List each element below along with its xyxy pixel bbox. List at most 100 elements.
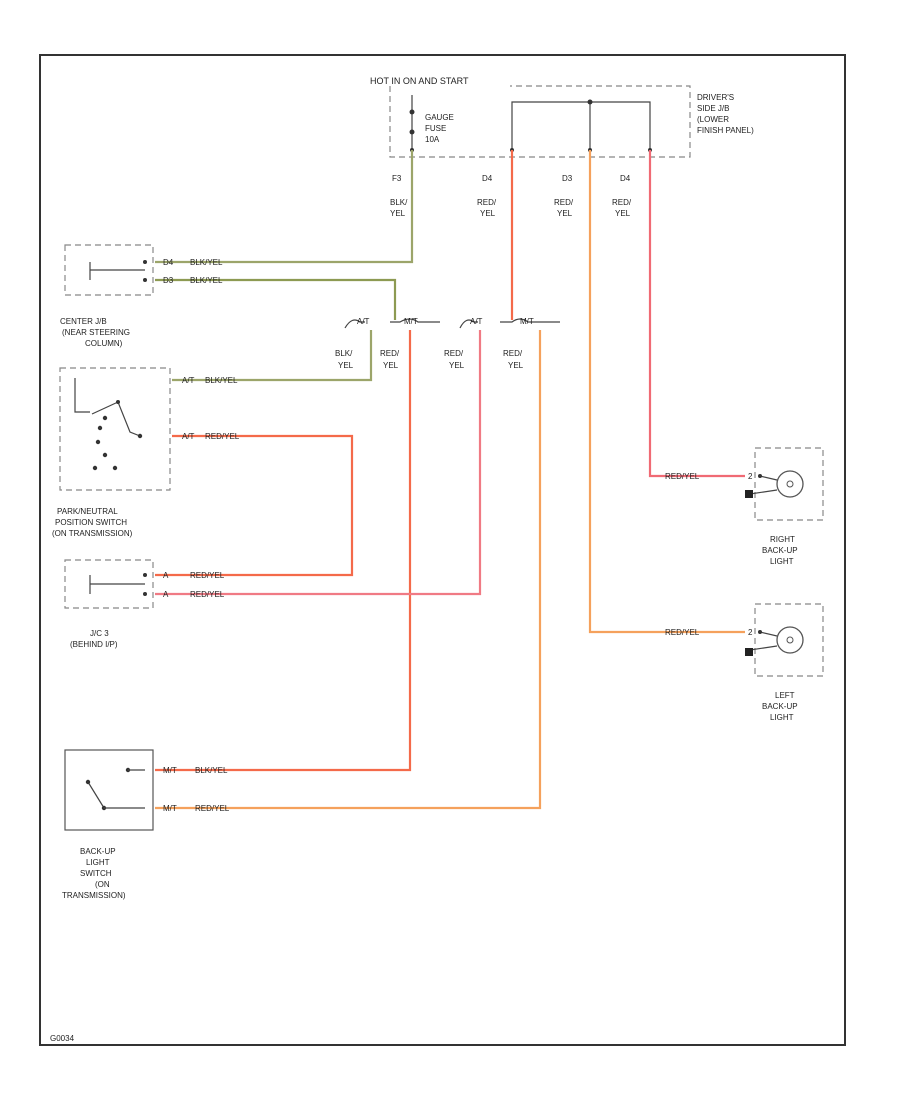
wire-red-yel-pn-jc3	[155, 434, 354, 577]
hot-in-on-and-start-box: HOT IN ON AND START GAUGE FUSE 10A	[370, 76, 691, 158]
right-backup-light: RED/YEL 2 RIGHT BACK-UP LIGHT	[665, 447, 824, 566]
svg-text:FINISH PANEL): FINISH PANEL)	[697, 126, 754, 135]
svg-text:PARK/NEUTRAL: PARK/NEUTRAL	[57, 507, 118, 516]
svg-text:TRANSMISSION): TRANSMISSION)	[62, 891, 126, 900]
svg-text:CENTER J/B: CENTER J/B	[60, 317, 107, 326]
connector-split-2: A/T M/T	[459, 317, 560, 329]
gauge-fuse-label-1: GAUGE	[425, 113, 454, 122]
wire-label-red-yel-top-3: RED/	[612, 198, 632, 207]
svg-text:YEL: YEL	[480, 209, 496, 218]
svg-text:LEFT: LEFT	[775, 691, 795, 700]
junction-block-label: DRIVER'S SIDE J/B (LOWER FINISH PANEL)	[697, 93, 754, 135]
svg-text:YEL: YEL	[615, 209, 631, 218]
svg-text:A: A	[163, 590, 169, 599]
diagram-frame	[39, 54, 846, 1046]
ground-icon	[745, 490, 753, 498]
svg-text:A/T: A/T	[182, 432, 195, 441]
wire-blk-yel-fuse	[155, 150, 414, 264]
svg-text:YEL: YEL	[390, 209, 406, 218]
bulb-icon	[776, 470, 804, 498]
junction-connector-3: A RED/YEL A RED/YEL J/C 3 (BEHIND I/P)	[64, 559, 225, 649]
switch-contact-icon	[91, 401, 141, 437]
svg-text:LIGHT: LIGHT	[86, 858, 110, 867]
svg-text:M/T: M/T	[163, 804, 177, 813]
wire-blk-yel-pn	[172, 330, 373, 382]
svg-text:BLK/YEL: BLK/YEL	[190, 276, 223, 285]
footer-code: G0034	[50, 1034, 75, 1043]
svg-text:M/T: M/T	[404, 317, 418, 326]
wire-label-red-yel-top-2: RED/	[554, 198, 574, 207]
wires	[155, 150, 745, 810]
svg-text:RED/YEL: RED/YEL	[665, 628, 700, 637]
wire-label-blk-yel-mid: BLK/	[335, 349, 353, 358]
svg-text:LIGHT: LIGHT	[770, 557, 794, 566]
svg-text:SWITCH: SWITCH	[80, 869, 112, 878]
connector-split-1: A/T M/T	[344, 317, 440, 329]
svg-text:POSITION SWITCH: POSITION SWITCH	[55, 518, 127, 527]
svg-text:RED/YEL: RED/YEL	[190, 590, 225, 599]
terminal-f3: F3	[392, 174, 402, 183]
svg-text:(ON TRANSMISSION): (ON TRANSMISSION)	[52, 529, 133, 538]
svg-text:YEL: YEL	[449, 361, 465, 370]
gauge-fuse-label-3: 10A	[425, 135, 440, 144]
svg-text:A: A	[163, 571, 169, 580]
svg-text:BLK/YEL: BLK/YEL	[190, 258, 223, 267]
switch-lever-icon	[87, 781, 105, 809]
svg-text:COLUMN): COLUMN)	[85, 339, 123, 348]
svg-text:BLK/YEL: BLK/YEL	[195, 766, 228, 775]
wire-red-yel-d4-right-light	[648, 150, 745, 478]
svg-text:2: 2	[748, 628, 753, 637]
svg-text:RED/YEL: RED/YEL	[190, 571, 225, 580]
svg-text:D4: D4	[163, 258, 174, 267]
svg-text:DRIVER'S: DRIVER'S	[697, 93, 734, 102]
wire-blk-yel-center-d3	[155, 278, 397, 320]
svg-text:M/T: M/T	[520, 317, 534, 326]
svg-text:SIDE J/B: SIDE J/B	[697, 104, 729, 113]
svg-text:A/T: A/T	[470, 317, 483, 326]
svg-text:YEL: YEL	[338, 361, 354, 370]
hot-box-title: HOT IN ON AND START	[370, 76, 469, 86]
fuse-icon	[409, 109, 415, 115]
wire-label-red-yel-mid-3: RED/	[503, 349, 523, 358]
svg-text:BACK-UP: BACK-UP	[762, 546, 798, 555]
left-backup-light: RED/YEL 2 LEFT BACK-UP LIGHT	[665, 603, 824, 722]
svg-text:(BEHIND I/P): (BEHIND I/P)	[70, 640, 118, 649]
svg-text:RIGHT: RIGHT	[770, 535, 795, 544]
backup-light-switch: M/T BLK/YEL M/T RED/YEL BACK-UP LIGHT SW…	[62, 749, 230, 900]
svg-text:BLK/YEL: BLK/YEL	[205, 376, 238, 385]
svg-text:YEL: YEL	[383, 361, 399, 370]
svg-text:A/T: A/T	[182, 376, 195, 385]
svg-text:M/T: M/T	[163, 766, 177, 775]
center-junction-block: D4 BLK/YEL D3 BLK/YEL CENTER J/B (NEAR S…	[60, 244, 223, 348]
ground-icon	[745, 648, 753, 656]
svg-text:BACK-UP: BACK-UP	[80, 847, 116, 856]
bulb-icon	[776, 626, 804, 654]
svg-text:RED/YEL: RED/YEL	[195, 804, 230, 813]
svg-text:D3: D3	[163, 276, 174, 285]
terminal-d4-right: D4	[620, 174, 631, 183]
wire-red-yel-mt-switch	[155, 330, 412, 772]
svg-text:RED/YEL: RED/YEL	[665, 472, 700, 481]
terminal-d3: D3	[562, 174, 573, 183]
svg-text:(LOWER: (LOWER	[697, 115, 729, 124]
svg-text:(NEAR STEERING: (NEAR STEERING	[62, 328, 130, 337]
wire-red-yel-d3-left-light	[588, 150, 745, 634]
terminal-d4-left: D4	[482, 174, 493, 183]
wire-red-yel-mt-switch-2	[155, 330, 542, 810]
wire-label-red-yel-top-1: RED/	[477, 198, 497, 207]
svg-text:A/T: A/T	[357, 317, 370, 326]
svg-text:YEL: YEL	[508, 361, 524, 370]
wire-label-blk-yel-top: BLK/	[390, 198, 408, 207]
svg-text:YEL: YEL	[557, 209, 573, 218]
svg-text:RED/YEL: RED/YEL	[205, 432, 240, 441]
svg-text:LIGHT: LIGHT	[770, 713, 794, 722]
svg-text:BACK-UP: BACK-UP	[762, 702, 798, 711]
svg-text:J/C 3: J/C 3	[90, 629, 109, 638]
svg-text:2: 2	[748, 472, 753, 481]
svg-text:(ON: (ON	[95, 880, 110, 889]
gauge-fuse-label-2: FUSE	[425, 124, 446, 133]
park-neutral-position-switch: A/T BLK/YEL A/T RED/YEL PARK/NEUTRAL POS…	[52, 367, 240, 538]
wire-label-red-yel-mid-2: RED/	[444, 349, 464, 358]
wire-label-red-yel-mid-1: RED/	[380, 349, 400, 358]
